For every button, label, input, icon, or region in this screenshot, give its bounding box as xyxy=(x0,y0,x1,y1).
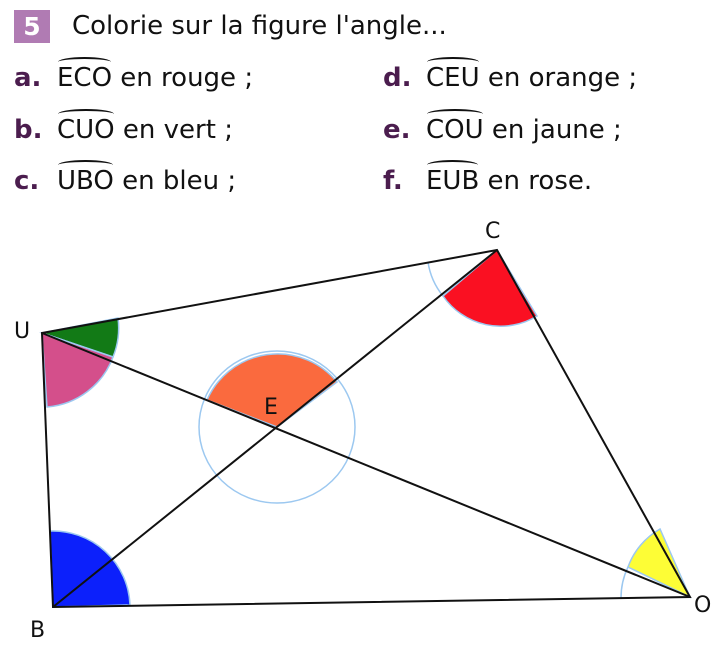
point-label-o: O xyxy=(694,593,711,618)
item-text: en orange ; xyxy=(479,63,638,93)
angle-name: EUB xyxy=(426,160,479,199)
exercise-instruction: Colorie sur la figure l'angle... xyxy=(72,11,447,41)
angle-name: UBO xyxy=(57,160,114,199)
angle-ubo-blue xyxy=(49,530,131,608)
item-label: f. xyxy=(383,166,403,196)
item-label: d. xyxy=(383,63,412,93)
item-label: a. xyxy=(14,63,42,93)
angle-name: CEU xyxy=(426,57,480,96)
item-text: en rouge ; xyxy=(112,63,254,93)
item-text: en vert ; xyxy=(114,115,233,145)
item-c: c. UBO en bleu ; xyxy=(14,160,237,199)
angle-name: COU xyxy=(426,109,484,148)
item-f: f. EUB en rose. xyxy=(383,160,593,199)
point-label-u: U xyxy=(14,319,30,344)
item-text: en bleu ; xyxy=(113,166,237,196)
point-label-e: E xyxy=(264,395,278,420)
item-label: c. xyxy=(14,166,40,196)
item-text: en jaune ; xyxy=(483,115,622,145)
segment-uo xyxy=(41,332,691,598)
angle-name: CUO xyxy=(57,109,115,148)
circle-e xyxy=(198,350,356,504)
item-label: b. xyxy=(14,115,43,145)
angle-eco-red xyxy=(441,248,539,327)
quadrilateral-ucob xyxy=(40,248,692,609)
item-text: en rose. xyxy=(479,166,593,196)
angle-ceu-orange xyxy=(205,353,339,428)
item-a: a. ECO en rouge ; xyxy=(14,57,254,96)
item-d: d. CEU en orange ; xyxy=(383,57,638,96)
angle-name: ECO xyxy=(57,57,112,96)
arc-c xyxy=(427,261,444,297)
point-label-b: B xyxy=(30,618,45,643)
point-label-c: C xyxy=(485,219,500,244)
angle-cou-yellow xyxy=(627,527,692,599)
item-label: e. xyxy=(383,115,411,145)
arc-o xyxy=(620,566,629,599)
item-e: e. COU en jaune ; xyxy=(383,109,622,148)
exercise-number-badge: 5 xyxy=(14,10,50,43)
item-b: b. CUO en vert ; xyxy=(14,109,233,148)
